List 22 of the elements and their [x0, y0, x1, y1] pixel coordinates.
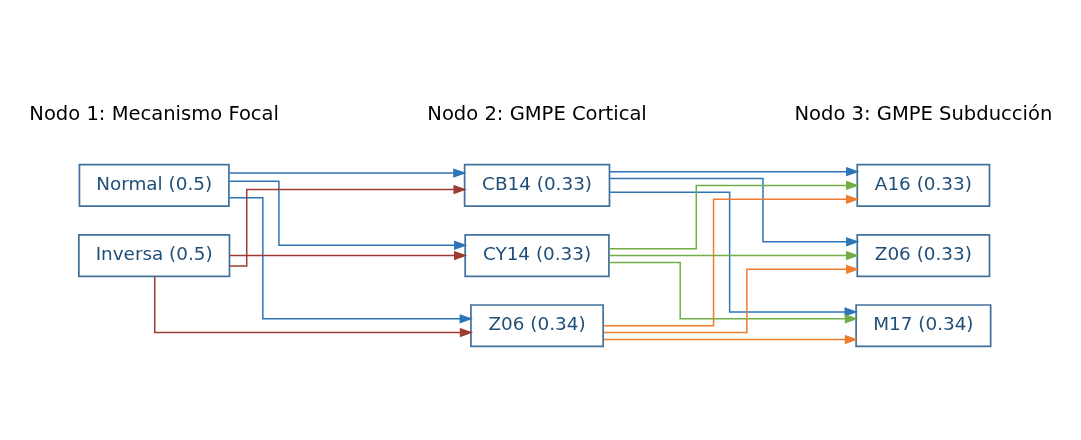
arrow — [602, 334, 859, 344]
node-box: Inversa (0.5) — [78, 233, 231, 277]
node-box: CB14 (0.33) — [463, 163, 611, 207]
node-box: Z06 (0.34) — [470, 303, 604, 347]
label: Nodo 2: GMPE Cortical — [427, 101, 647, 125]
arrow — [608, 166, 860, 176]
node-box: CY14 (0.33) — [464, 233, 610, 277]
arrow — [229, 184, 467, 267]
arrow — [228, 196, 473, 323]
arrow — [228, 180, 468, 250]
arrow — [154, 275, 474, 337]
label: Nodo 1: Mecanismo Focal — [29, 101, 280, 125]
node-box: Z06 (0.33) — [856, 233, 991, 277]
arrow — [229, 250, 468, 260]
label: Nodo 3: GMPE Subducción — [794, 101, 1053, 125]
arrow — [228, 167, 467, 178]
arrow — [602, 264, 860, 333]
node-box: A16 (0.33) — [856, 163, 991, 207]
node-box: M17 (0.34) — [855, 303, 992, 347]
node-box: Normal (0.5) — [78, 163, 230, 207]
arrow — [608, 250, 860, 260]
arrow — [608, 261, 859, 323]
